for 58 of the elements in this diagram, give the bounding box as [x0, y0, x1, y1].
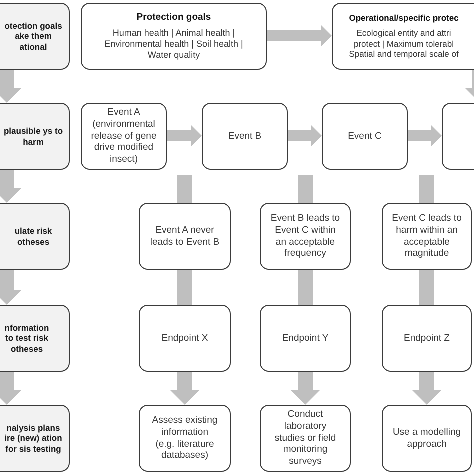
step-label: nformation to test risk otheses	[4, 322, 50, 354]
connector-bar	[420, 270, 434, 305]
step-label: nalysis plans ire (new) ation for sis testing	[4, 422, 64, 454]
goals-box	[81, 3, 267, 70]
step-box	[0, 305, 70, 372]
node-label: Event C leads to harm within an acceptable magnitude	[391, 212, 463, 260]
process-box	[382, 203, 472, 270]
node-label: Event A never leads to Event B	[149, 224, 221, 248]
step-label: ulate risk otheses	[14, 226, 54, 248]
process-box	[260, 305, 351, 372]
process-box	[139, 305, 231, 372]
step-box	[0, 405, 70, 472]
node-label: Human health | Animal health | Environmental health | Soil health | Water quality	[104, 28, 244, 62]
process-box	[260, 203, 351, 270]
step-box	[0, 103, 70, 170]
node-label: Conduct laboratory studies or field monitoring surveys	[274, 408, 338, 468]
block-arrow	[0, 270, 22, 305]
process-box	[139, 405, 231, 472]
step-label: plausible ys to harm	[2, 126, 64, 148]
block-arrow	[408, 125, 442, 147]
node-label: Event C	[348, 130, 382, 142]
block-arrow	[0, 70, 22, 103]
connector-bar	[420, 175, 434, 203]
node-label: Event A (environmental release of gene drive modified insect)	[90, 106, 158, 166]
process-box	[442, 103, 474, 170]
step-box	[0, 3, 70, 70]
block-arrow	[167, 125, 202, 147]
connector-bar	[178, 270, 192, 305]
process-box	[322, 103, 408, 170]
process-box	[260, 405, 351, 472]
block-arrow	[0, 170, 22, 203]
block-arrow	[267, 25, 332, 47]
process-box	[81, 103, 167, 170]
node-label: Event B leads to Event C within an acceptable frequency	[270, 212, 341, 260]
block-arrow	[290, 372, 320, 405]
process-box	[202, 103, 288, 170]
block-arrow	[170, 372, 200, 405]
process-box	[382, 405, 472, 472]
node-label: Endpoint Y	[282, 332, 329, 344]
node-label: Event B	[228, 130, 262, 142]
connector-bar	[298, 270, 313, 305]
connector-bar	[178, 175, 192, 203]
node-label: Assess existing information (e.g. literature databases)	[152, 414, 218, 462]
step-box	[0, 203, 70, 270]
process-box	[382, 305, 472, 372]
block-arrow	[288, 125, 322, 147]
node-heading: Protection goals	[136, 12, 212, 24]
node-label: Endpoint X	[162, 332, 208, 344]
step-label: otection goals ake them ational	[4, 20, 64, 52]
block-arrow	[0, 372, 22, 405]
node-label: Ecological entity and attri protect | Maximum tolerabl Spatial and temporal scale of	[348, 28, 460, 60]
connector-bar	[298, 175, 313, 203]
goals-box	[332, 3, 474, 70]
node-heading: Operational/specific protec	[349, 13, 459, 24]
node-label: Endpoint Z	[404, 332, 450, 344]
node-label: Use a modelling approach	[392, 426, 462, 450]
process-box	[139, 203, 231, 270]
block-arrow	[412, 372, 442, 405]
